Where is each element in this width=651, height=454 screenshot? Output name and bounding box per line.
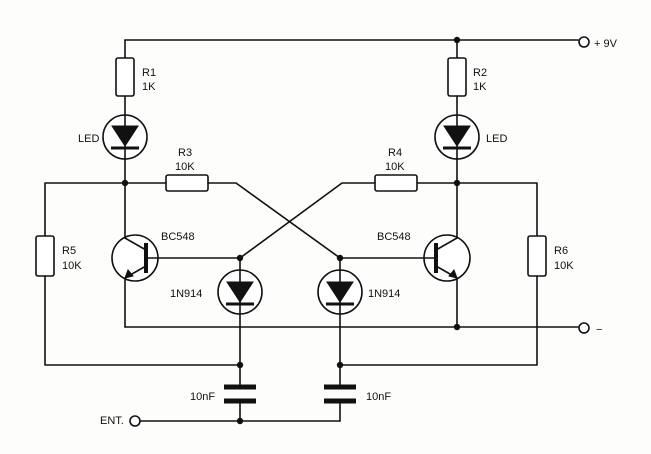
led-left xyxy=(102,114,148,160)
led-right-label: LED xyxy=(486,133,507,145)
r2-ref: R2 xyxy=(473,67,487,79)
r4-ref: R4 xyxy=(388,147,402,159)
capacitor-left xyxy=(224,384,256,422)
capacitor-left-label: 10nF xyxy=(190,391,215,403)
transistor-left-label: BC548 xyxy=(161,231,195,243)
resistor-r1 xyxy=(115,57,135,97)
led-right xyxy=(434,114,480,160)
r3-ref: R3 xyxy=(178,147,192,159)
transistor-right xyxy=(339,234,471,282)
transistor-right-label: BC548 xyxy=(377,231,411,243)
positive-terminal-label: + 9V xyxy=(594,38,618,50)
transistor-left xyxy=(111,234,241,282)
r5-ref: R5 xyxy=(62,245,76,257)
diode-right-label: 1N914 xyxy=(368,288,400,300)
capacitor-right xyxy=(324,384,356,422)
diode-right xyxy=(317,257,363,386)
r5-value: 10K xyxy=(62,260,82,272)
led-left-label: LED xyxy=(78,133,99,145)
input-terminal[interactable] xyxy=(129,415,141,427)
negative-terminal[interactable] xyxy=(578,322,590,334)
diode-left xyxy=(217,257,263,386)
r6-ref: R6 xyxy=(554,245,568,257)
resistor-r5 xyxy=(35,235,55,277)
r1-ref: R1 xyxy=(142,67,156,79)
resistor-r6 xyxy=(527,235,547,277)
r1-value: 1K xyxy=(142,81,156,93)
r4-value: 10K xyxy=(385,161,405,173)
resistor-r2 xyxy=(447,57,467,97)
positive-terminal[interactable] xyxy=(578,36,590,48)
input-terminal-label: ENT. xyxy=(100,415,124,427)
resistor-r4 xyxy=(374,174,418,192)
r2-value: 1K xyxy=(473,81,487,93)
capacitor-right-label: 10nF xyxy=(366,391,391,403)
negative-terminal-label: − xyxy=(596,324,602,336)
resistor-r3 xyxy=(165,174,209,192)
diode-left-label: 1N914 xyxy=(170,288,202,300)
r6-value: 10K xyxy=(554,260,574,272)
r3-value: 10K xyxy=(175,161,195,173)
